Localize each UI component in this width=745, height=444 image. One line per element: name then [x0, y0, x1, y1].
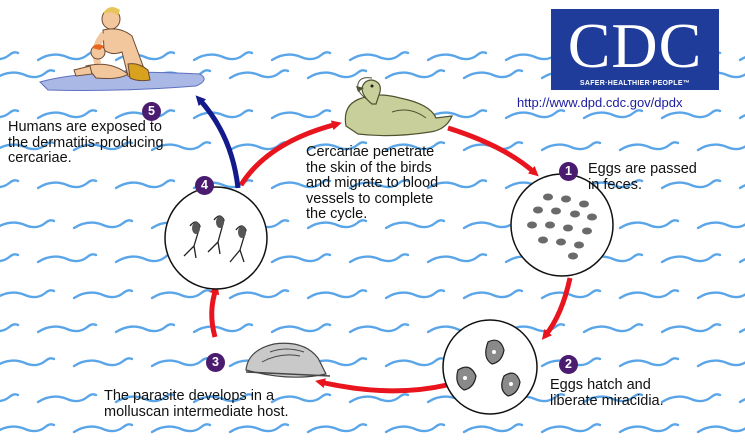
miracidia-circle: [443, 320, 537, 414]
cdc-logo-letters: CDC: [551, 11, 719, 81]
stage-3-text: The parasite develops in a molluscan int…: [104, 389, 289, 420]
cdc-logo: CDC SAFER·HEALTHIER·PEOPLE™: [551, 9, 719, 90]
snail-illustration: [246, 343, 330, 377]
stage-4-badge: 4: [195, 176, 214, 195]
source-url: http://www.dpd.cdc.gov/dpdx: [517, 95, 682, 110]
arrow-bird-to-eggs: [448, 128, 535, 173]
arrow-eggs-to-miracidia: [545, 278, 570, 336]
stage-2-badge: 2: [559, 355, 578, 374]
stage-3-badge: 3: [206, 353, 225, 372]
stage-4-text: Cercariae penetrate the skin of the bird…: [306, 145, 438, 223]
stage-1-text: Eggs are passed in feces.: [588, 162, 697, 193]
arrow-cercariae-to-humans: [199, 99, 238, 188]
stage-5-text: Humans are exposed to the dermatitis-pro…: [8, 120, 164, 167]
stage-1-badge: 1: [559, 162, 578, 181]
bird-illustration: [345, 78, 452, 136]
human-swimmers-illustration: [40, 7, 204, 91]
stage-2-text: Eggs hatch and liberate miracidia.: [550, 378, 664, 409]
cercariae-circle: [165, 187, 267, 289]
arrow-snail-to-cercariae: [212, 289, 216, 337]
arrow-miracidia-to-snail: [320, 382, 447, 391]
cdc-logo-tagline: SAFER·HEALTHIER·PEOPLE™: [551, 80, 719, 87]
